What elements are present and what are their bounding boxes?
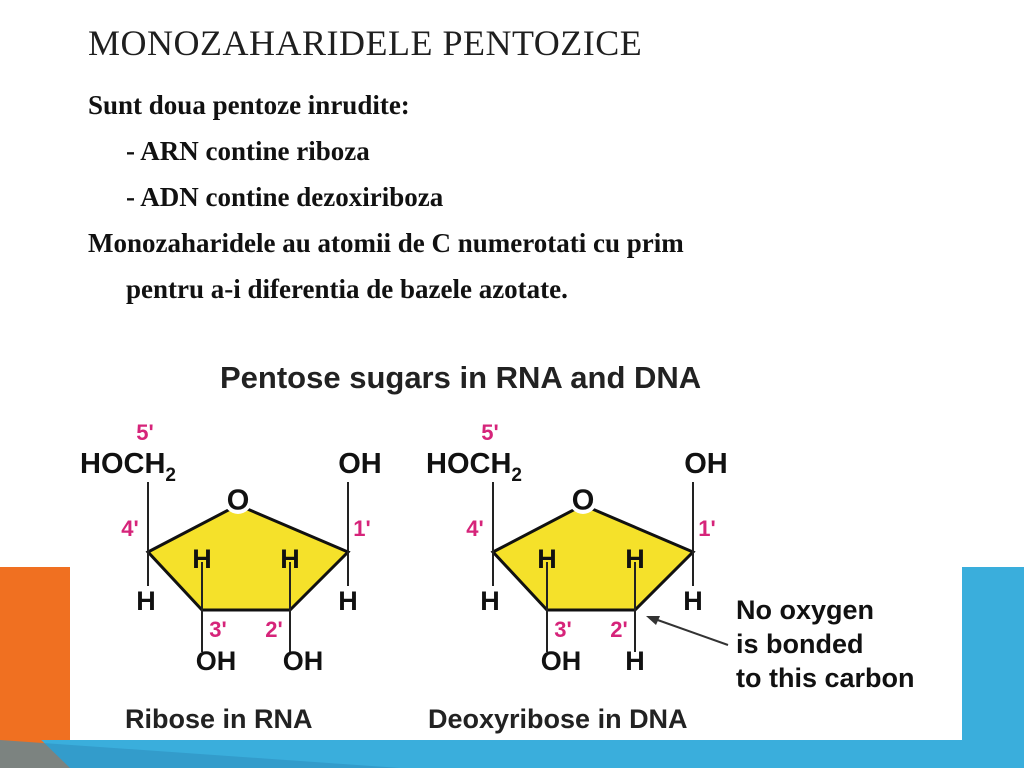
figure-heading: Pentose sugars in RNA and DNA: [220, 360, 701, 395]
body-line: Sunt doua pentoze inrudite:: [88, 90, 410, 120]
arrow-head: [646, 616, 660, 625]
ribose-oh-c2: OH: [283, 646, 324, 676]
deoxyribose-o-bg: [569, 486, 597, 514]
deoxyribose-c3-label: 3': [554, 617, 571, 642]
body-line: Monozaharidele au atomii de C numerotati…: [88, 228, 684, 258]
ribose-c1-label: 1': [353, 516, 370, 541]
ribose-o-bg: [224, 486, 252, 514]
pentose-figure: Pentose sugars in RNA and DNA O 5' HOCH2…: [70, 340, 962, 740]
annotation-line-1: No oxygen: [736, 595, 874, 625]
pentose-diagram: Pentose sugars in RNA and DNA O 5' HOCH2…: [80, 360, 915, 734]
deoxyribose-h-c2-bottom: H: [625, 646, 645, 676]
deoxyribose-structure: O 5' HOCH2 OH 4' 1' H H H H 3' 2' OH H D…: [426, 420, 728, 734]
deoxyribose-c2-label: 2': [610, 617, 627, 642]
ribose-h-c2: H: [280, 544, 300, 574]
ribose-c2-label: 2': [265, 617, 282, 642]
annotation-line-2: is bonded: [736, 629, 864, 659]
deoxyribose-hoch2: HOCH2: [426, 448, 522, 486]
deoxyribose-h-c2: H: [625, 544, 645, 574]
body-line: pentru a-i diferentia de bazele azotate.: [126, 274, 568, 304]
arrow-line: [651, 617, 729, 646]
deoxyribose-oh-c3: OH: [541, 646, 582, 676]
ribose-h-left: H: [136, 586, 156, 616]
deoxyribose-c5-label: 5': [481, 420, 498, 445]
deoxyribose-h-left: H: [480, 586, 500, 616]
ribose-c5-label: 5': [136, 420, 153, 445]
annotation-arrow: [646, 616, 729, 646]
ribose-ring-oxygen: O: [227, 485, 250, 517]
ribose-oh-c3: OH: [196, 646, 237, 676]
deoxyribose-ring-oxygen: O: [572, 485, 595, 517]
slide-title: MONOZAHARIDELE PENTOZICE: [88, 23, 643, 63]
slide-body: Sunt doua pentoze inrudite: - ARN contin…: [88, 82, 948, 312]
deoxyribose-h-right: H: [683, 586, 703, 616]
deoxyribose-c1-label: 1': [698, 516, 715, 541]
body-line: - ADN contine dezoxiriboza: [126, 182, 444, 212]
ribose-caption: Ribose in RNA: [125, 704, 313, 734]
deoxyribose-caption: Deoxyribose in DNA: [428, 704, 688, 734]
body-line: - ARN contine riboza: [126, 136, 370, 166]
ribose-hoch2: HOCH2: [80, 448, 176, 486]
decor-blue-block: [954, 567, 1024, 768]
ribose-ring: [145, 503, 351, 612]
ribose-c4-label: 4': [121, 516, 138, 541]
deoxyribose-h-c3: H: [537, 544, 557, 574]
ribose-structure: O 5' HOCH2 OH 4' 1' H H H H 3' 2' OH OH …: [80, 420, 382, 734]
ribose-c3-label: 3': [209, 617, 226, 642]
deoxyribose-c4-label: 4': [466, 516, 483, 541]
deoxyribose-oh-top: OH: [684, 448, 728, 480]
decor-blue-triangle: [0, 740, 400, 768]
annotation-line-3: to this carbon: [736, 663, 915, 693]
deoxyribose-ring: [490, 503, 696, 612]
ribose-h-c3: H: [192, 544, 212, 574]
ribose-h-right: H: [338, 586, 358, 616]
ribose-oh-top: OH: [338, 448, 382, 480]
